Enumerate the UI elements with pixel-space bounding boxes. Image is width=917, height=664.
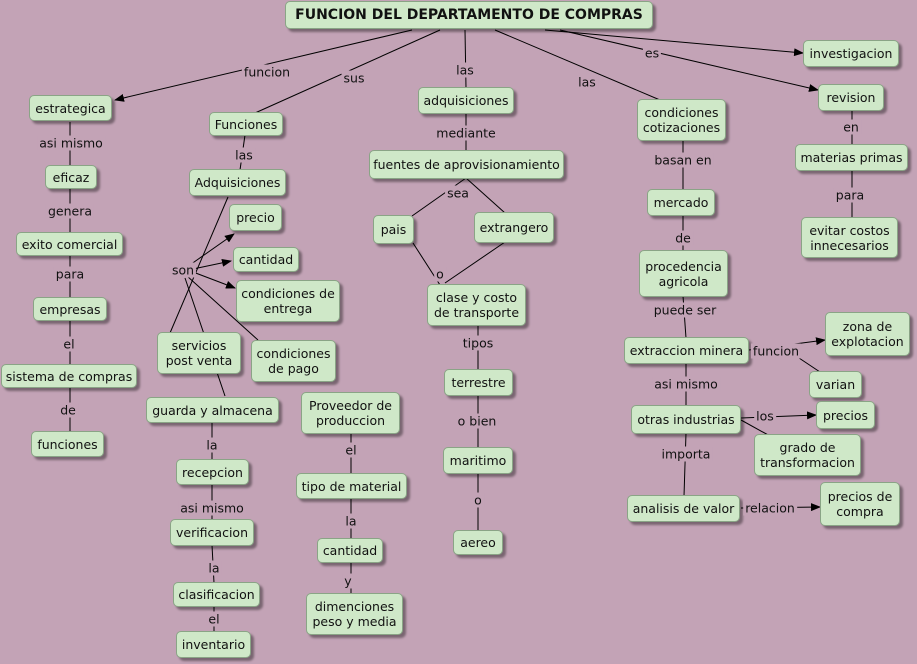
link-label-importa: importa — [659, 446, 713, 462]
link-label-para-1: para — [53, 266, 87, 282]
link-label-o-bien: o bien — [455, 413, 499, 429]
link-label-los: los — [754, 408, 776, 424]
link-label-o-2: o — [472, 492, 484, 508]
link-label-para-2: para — [833, 187, 867, 203]
node-clase-y-costo-de-transporte[interactable]: clase y costo de transporte — [427, 284, 526, 326]
node-eficaz[interactable]: eficaz — [45, 165, 97, 189]
link-label-y: y — [342, 573, 354, 589]
node-guarda-y-almacena[interactable]: guarda y almacena — [146, 397, 279, 423]
node-materias-primas[interactable]: materias primas — [795, 144, 908, 171]
node-proveedor-de-produccion[interactable]: Proveedor de produccion — [301, 392, 400, 434]
node-grado-de-transformacion[interactable]: grado de transformacion — [754, 434, 861, 476]
node-clasificacion[interactable]: clasificacion — [173, 582, 260, 607]
node-extrangero[interactable]: extrangero — [474, 212, 554, 243]
node-funciones-left[interactable]: funciones — [31, 431, 104, 457]
node-evitar-costos-innecesarios[interactable]: evitar costos innecesarios — [801, 217, 898, 258]
node-precios[interactable]: precios — [816, 401, 875, 429]
node-adquisiciones[interactable]: adquisiciones — [418, 87, 514, 114]
link-label-la-2: la — [206, 560, 222, 576]
link-label-las-top: las — [454, 62, 476, 78]
node-adquisiciones-cap[interactable]: Adquisiciones — [189, 169, 286, 196]
link-label-el-1: el — [61, 336, 77, 352]
link-label-de-2: de — [673, 230, 693, 246]
node-servicios-post-venta[interactable]: servicios post venta — [157, 332, 241, 374]
link-label-de-1: de — [58, 402, 78, 418]
link-label-asi-mismo-1: asi mismo — [37, 135, 105, 151]
node-otras-industrias[interactable]: otras industrias — [631, 405, 741, 434]
link-label-tipos: tipos — [460, 335, 496, 351]
node-recepcion[interactable]: recepcion — [176, 459, 249, 485]
node-procedencia-agricola[interactable]: procedencia agricola — [639, 250, 728, 297]
link-label-asi-mismo-2: asi mismo — [178, 500, 246, 516]
node-empresas[interactable]: empresas — [33, 297, 107, 321]
link-label-genera: genera — [45, 203, 95, 219]
node-precio[interactable]: precio — [229, 204, 282, 231]
node-cantidad-2[interactable]: cantidad — [317, 538, 383, 563]
link-label-funcion: funcion — [241, 64, 293, 80]
link-label-funcion-2: funcion — [750, 343, 802, 359]
link-label-mediante: mediante — [434, 125, 498, 141]
node-dimenciones[interactable]: dimenciones peso y media — [306, 593, 403, 635]
link-label-la-3: la — [343, 513, 359, 529]
link-label-es: es — [642, 45, 662, 61]
node-maritimo[interactable]: maritimo — [443, 447, 513, 474]
link-label-son: son — [169, 262, 197, 278]
node-exito-comercial[interactable]: exito comercial — [16, 232, 123, 256]
link-label-relacion: relacion — [743, 500, 797, 516]
link-label-el-3: el — [343, 442, 359, 458]
node-precios-de-compra[interactable]: precios de compra — [820, 482, 900, 526]
node-condiciones-de-pago[interactable]: condiciones de pago — [251, 340, 336, 382]
link-label-sus: sus — [341, 70, 367, 86]
node-pais[interactable]: pais — [373, 215, 414, 244]
node-estrategica[interactable]: estrategica — [29, 95, 112, 121]
node-funciones[interactable]: Funciones — [209, 112, 283, 136]
node-extraccion-minera[interactable]: extraccion minera — [624, 337, 749, 364]
link-label-el-2: el — [206, 611, 222, 627]
node-cantidad-1[interactable]: cantidad — [233, 247, 299, 272]
link-label-las-right: las — [576, 74, 598, 90]
node-terrestre[interactable]: terrestre — [444, 369, 513, 396]
node-varian[interactable]: varian — [809, 371, 862, 398]
link-label-sea: sea — [445, 185, 471, 201]
link-label-la-1: la — [204, 437, 220, 453]
node-zona-de-explotacion[interactable]: zona de explotacion — [825, 312, 910, 356]
link-label-asi-mismo-3: asi mismo — [652, 376, 720, 392]
node-condiciones-de-entrega[interactable]: condiciones de entrega — [236, 280, 340, 322]
node-mercado[interactable]: mercado — [647, 189, 715, 216]
node-verificacion[interactable]: verificacion — [170, 519, 254, 546]
map-title: FUNCION DEL DEPARTAMENTO DE COMPRAS — [285, 1, 653, 29]
node-inventario[interactable]: inventario — [176, 631, 251, 658]
node-fuentes-de-aprovisionamiento[interactable]: fuentes de aprovisionamiento — [369, 150, 564, 179]
node-revision[interactable]: revision — [818, 84, 884, 111]
node-investigacion[interactable]: investigacion — [803, 40, 899, 67]
node-condiciones-cotizaciones[interactable]: condiciones cotizaciones — [637, 99, 726, 141]
link-label-o-1: o — [434, 266, 446, 282]
node-sistema-de-compras[interactable]: sistema de compras — [1, 364, 137, 388]
node-analisis-de-valor[interactable]: analisis de valor — [627, 495, 740, 522]
link-label-las-2: las — [233, 147, 255, 163]
link-label-puede-ser: puede ser — [651, 302, 719, 318]
node-tipo-de-material[interactable]: tipo de material — [296, 473, 407, 499]
link-label-en: en — [841, 119, 861, 135]
link-label-basan-en: basan en — [652, 152, 714, 168]
node-aereo[interactable]: aereo — [453, 530, 503, 555]
